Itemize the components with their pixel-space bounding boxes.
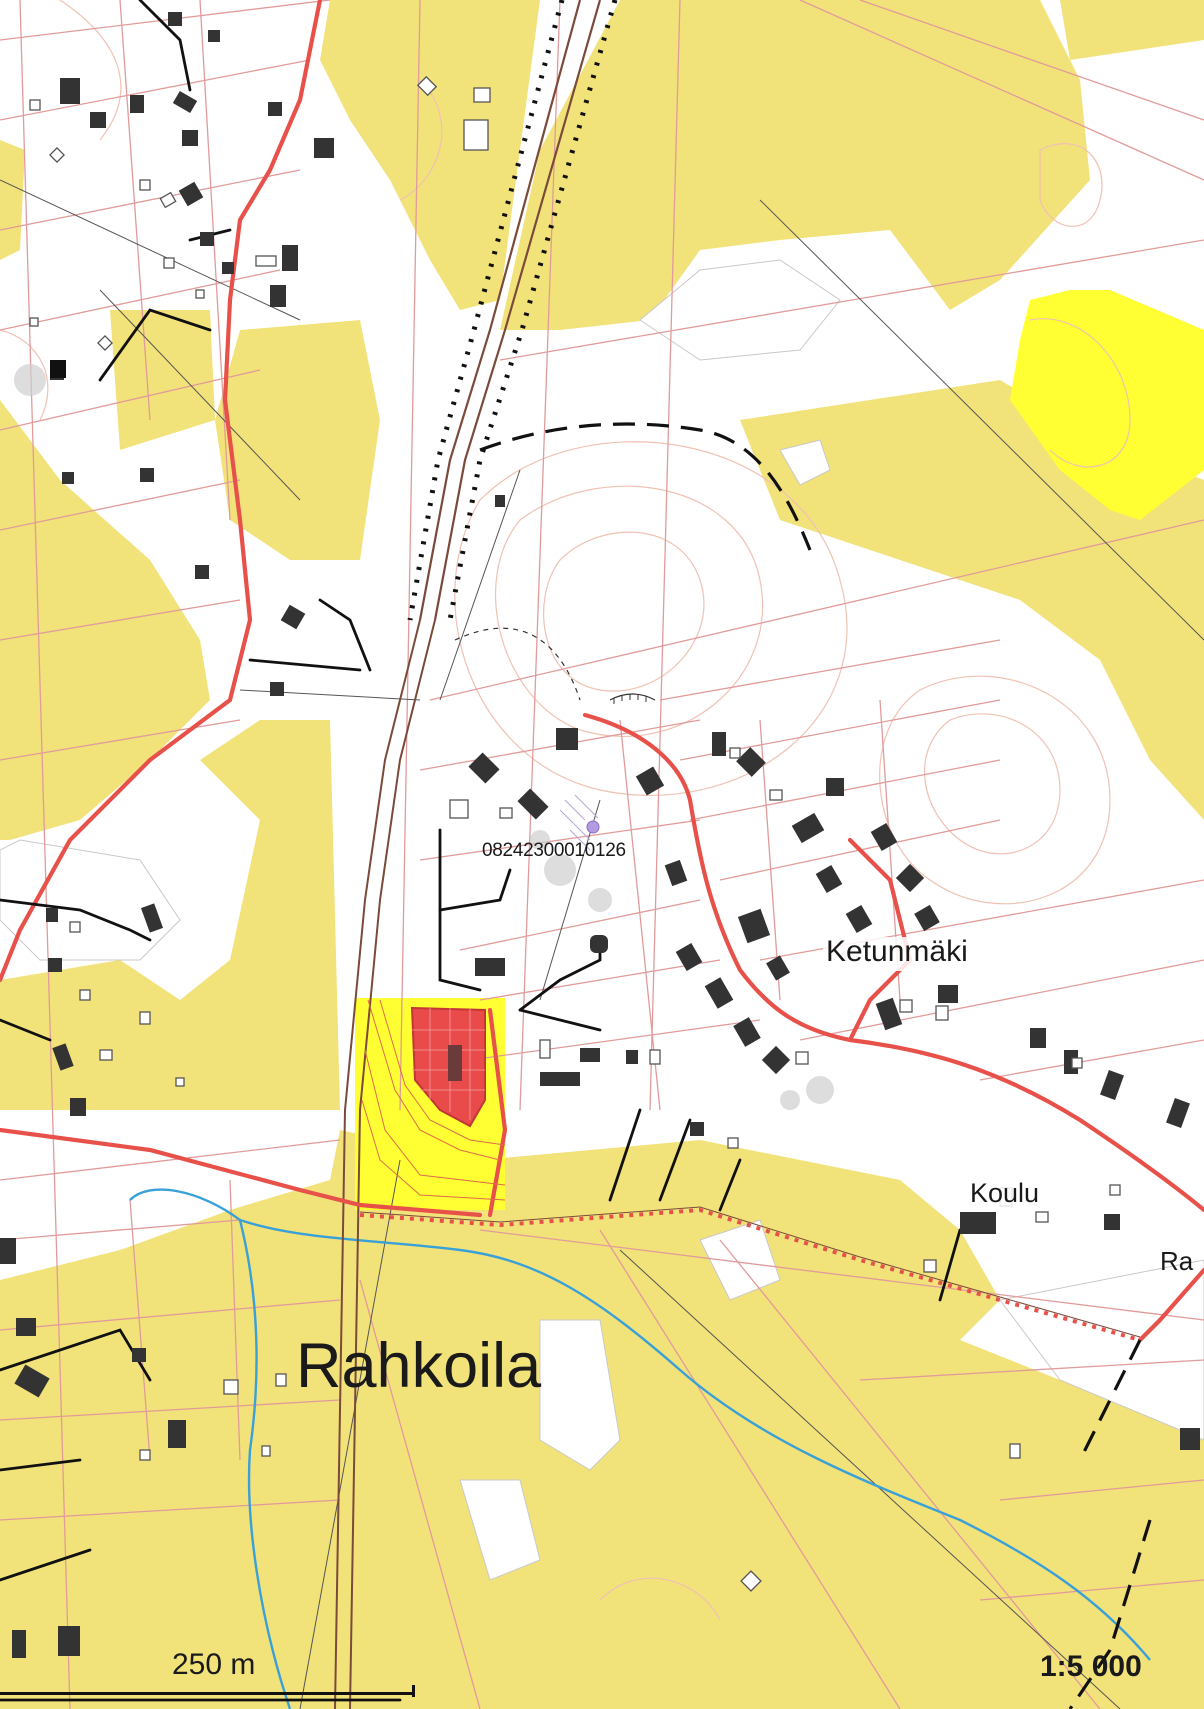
target-parcel: [361, 999, 506, 1201]
road-parcel-access: [487, 1007, 508, 1218]
field-center-left: [215, 320, 380, 560]
railway-south-2: [349, 619, 436, 1709]
place-label-koulu: Koulu: [970, 1178, 1040, 1208]
field-top-right-corner: [1060, 0, 1204, 60]
field-left-lower: [0, 720, 340, 1110]
road-ketunmaki-loop: [582, 712, 1204, 1213]
railway-south: [334, 619, 421, 1709]
stream-branch: [238, 1219, 292, 1709]
stipple-patches: [14, 364, 834, 1110]
scale-distance-label: 250 m: [172, 1648, 256, 1681]
field-top-center: [320, 0, 540, 310]
private-roads: [0, 0, 962, 1702]
dashed-tracks: [479, 422, 1152, 1709]
railway-outer-left: [418, 0, 582, 621]
scale-ratio-label: 1:5 000: [1040, 1650, 1142, 1683]
railway: [334, 0, 618, 1709]
railway-ticks-left: [407, 0, 565, 621]
highlight-northeast: [1010, 290, 1204, 520]
parcel-point-icon: [586, 820, 600, 834]
clearing-2: [779, 439, 831, 486]
road-southeast: [1137, 1267, 1204, 1343]
stream: [129, 1188, 1151, 1709]
field-left-top: [0, 140, 25, 260]
field-left-long: [0, 400, 210, 840]
hatched-area: [559, 794, 599, 851]
place-label-ra-partial: Ra: [1160, 1246, 1194, 1276]
clearing-5: [459, 1479, 541, 1581]
target-building: [448, 1045, 462, 1081]
clearing-6: [0, 839, 181, 961]
place-label-rahkoila: Rahkoila: [296, 1331, 542, 1401]
railway-outer-right: [433, 0, 602, 621]
south-road: [359, 1206, 1141, 1342]
road-main-ew: [0, 1127, 483, 1218]
road-west-ns: [0, 0, 323, 983]
clearing-7: [999, 1259, 1204, 1441]
escarpment-symbol: [609, 693, 656, 701]
field-left-middle: [110, 310, 215, 450]
field-upper-right: [500, 0, 1090, 330]
small-structures: [29, 75, 1121, 1592]
place-label-ketunmaki: Ketunmäki: [826, 935, 968, 968]
parcel-id-label: 08242300010126: [482, 840, 626, 861]
railway-ticks-right: [447, 0, 618, 621]
clearing-1: [639, 259, 841, 361]
building-hatched: [938, 985, 958, 1003]
contour-lines: [0, 0, 1131, 1621]
clearing-3: [539, 1319, 621, 1471]
scale-bar: [0, 1685, 415, 1697]
building-black-hatched: [50, 360, 66, 378]
